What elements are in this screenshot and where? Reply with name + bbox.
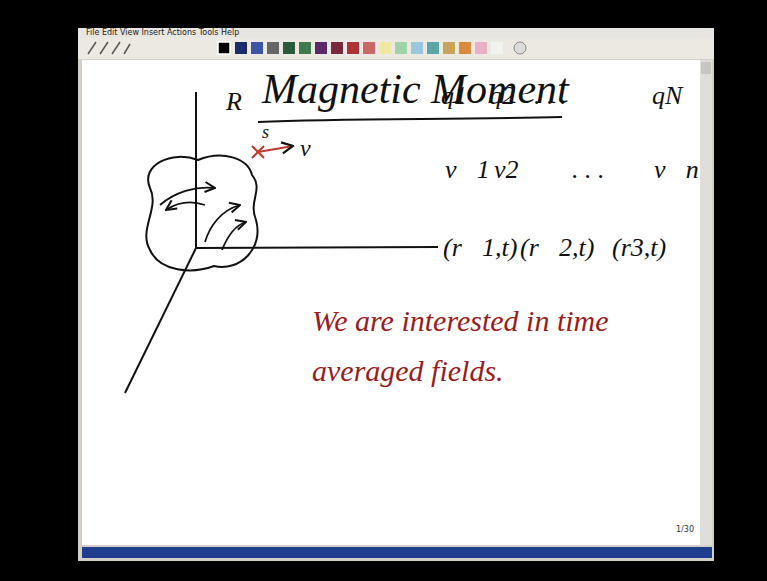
velocity-label: v⃗: [300, 134, 329, 163]
tool-bar: [78, 38, 714, 59]
z-axis: [195, 92, 197, 248]
position-label: (r⃗2,t): [520, 232, 594, 263]
color-swatch: [218, 42, 230, 54]
charge-label: q1: [441, 80, 467, 111]
color-swatch: [299, 42, 311, 54]
charge-label: q2: [489, 80, 515, 111]
ellipsis: . . .: [534, 80, 567, 111]
color-swatch: [251, 42, 263, 54]
velocity-label: v⃗1: [445, 154, 490, 185]
velocity-arrow: [258, 146, 293, 152]
color-swatch: [427, 42, 439, 54]
color-swatch: [459, 42, 471, 54]
position-label: (r3,t): [612, 232, 666, 263]
color-swatch: [331, 42, 343, 54]
color-swatch: [443, 42, 455, 54]
note-canvas: [82, 60, 700, 545]
charge-label: qN: [652, 80, 682, 111]
note-text: We are interested in time averaged field…: [312, 296, 612, 396]
color-swatch: [363, 42, 375, 54]
position-label: (r⃗1,t): [443, 232, 517, 263]
pen-tools: [88, 42, 526, 54]
menu-bar: [78, 28, 714, 38]
page-number: 1/30: [676, 525, 694, 535]
ellipsis: . . .: [572, 154, 605, 185]
color-swatch: [235, 42, 247, 54]
color-swatch: [283, 42, 295, 54]
tool-icon: [514, 42, 526, 54]
menu-text: File Edit View Insert Actions Tools Help: [86, 28, 239, 38]
y-axis: [196, 247, 438, 248]
status-bar: [82, 547, 712, 558]
color-swatch: [267, 42, 279, 54]
tool-icons: [88, 42, 130, 54]
current-arrow: [222, 222, 246, 250]
velocity-label: v2: [494, 154, 519, 185]
app-window: [78, 28, 714, 561]
axis-label: R: [226, 86, 242, 117]
color-swatch: [379, 42, 391, 54]
color-swatch: [395, 42, 407, 54]
color-swatch: [411, 42, 423, 54]
color-swatch: [315, 42, 327, 54]
title-underline: [258, 117, 562, 122]
current-arrow: [166, 202, 205, 210]
surface-label: s: [262, 122, 269, 144]
current-region: [146, 156, 257, 271]
velocity-label: v⃗n: [654, 154, 699, 185]
scroll-bar: [700, 60, 712, 545]
slide-title: Magnetic Moment: [262, 64, 569, 114]
current-arrow: [205, 205, 240, 242]
color-swatch: [347, 42, 359, 54]
color-swatch: [475, 42, 487, 54]
scroll-thumb: [701, 62, 711, 74]
color-swatch: [491, 42, 503, 54]
